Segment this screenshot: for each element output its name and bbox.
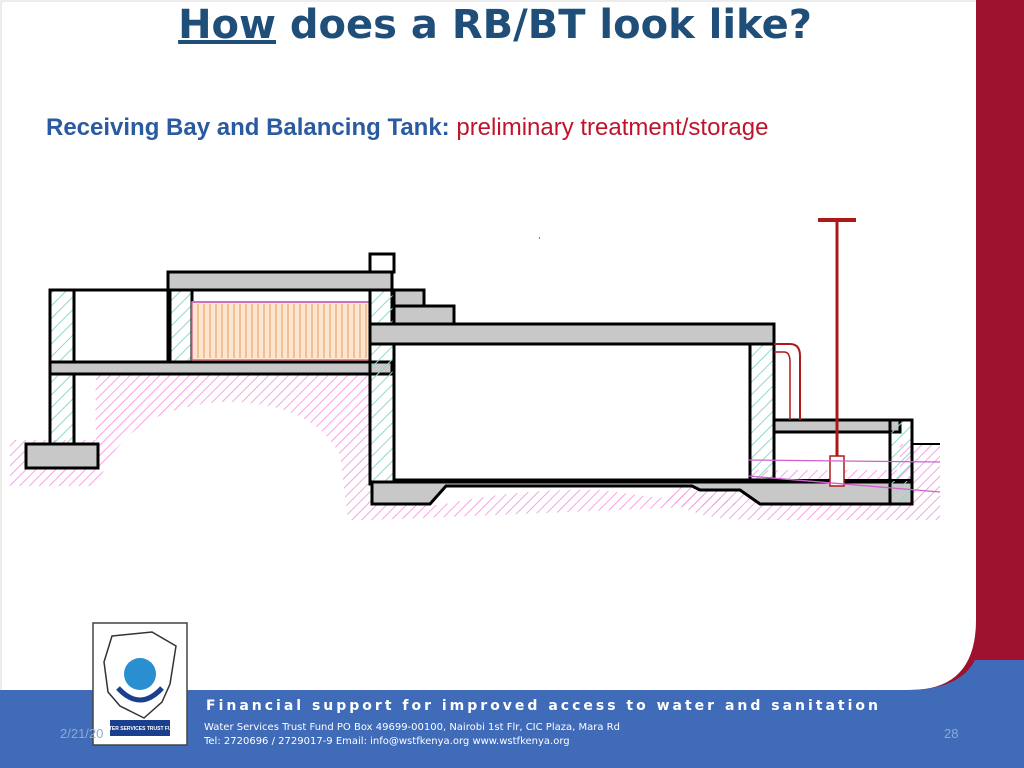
- bay-cover-slab: [166, 270, 394, 292]
- tank-right-wall: [748, 342, 776, 482]
- soil-under-tank: [372, 489, 740, 520]
- tank-left-wall: [368, 288, 396, 486]
- slide-subtitle: Receiving Bay and Balancing Tank: prelim…: [46, 114, 768, 142]
- hands-icon: [116, 686, 164, 703]
- left-footing: [24, 442, 100, 470]
- water-drop-icon: [124, 658, 156, 690]
- soil-left-arch: [10, 372, 372, 520]
- screen-chamber: [191, 301, 371, 361]
- subtitle-detail: preliminary treatment/storage: [456, 114, 769, 141]
- logo-text: WATER SERVICES TRUST FUND: [101, 726, 179, 732]
- kenya-map-icon: [103, 631, 177, 719]
- footer-tagline: Financial support for improved access to…: [206, 698, 882, 714]
- footer-address: Water Services Trust Fund PO Box 49699-0…: [204, 722, 620, 733]
- bay-step-1: [390, 288, 426, 308]
- bay-cover-cap: [368, 252, 396, 274]
- slide-date: 2/21/20: [60, 726, 104, 741]
- screen-bars: [197, 304, 367, 358]
- subtitle-label: Receiving Bay and Balancing Tank:: [46, 114, 450, 141]
- tank-roof-slab: [368, 322, 776, 346]
- overflow-pipe-inner: [774, 351, 791, 420]
- footer-contact: Tel: 2720696 / 2729017-9 Email: info@wst…: [204, 736, 570, 747]
- title-rest: does a RB/BT look like?: [276, 2, 812, 48]
- tank-interior: [392, 342, 752, 482]
- inner-wall-left: [166, 288, 194, 364]
- slide-page-number: 28: [944, 726, 959, 741]
- wstf-logo: WATER SERVICES TRUST FUND: [92, 622, 188, 746]
- bay-slab: [48, 360, 394, 376]
- overflow-pipe: [774, 343, 801, 420]
- slide-title: How does a RB/BT look like?: [0, 0, 990, 50]
- outlet-pipe: [747, 459, 941, 493]
- valve-body: [829, 455, 845, 487]
- title-underlined-word: How: [178, 2, 276, 48]
- outlet-base: [750, 479, 913, 504]
- bay-step-2: [390, 304, 456, 326]
